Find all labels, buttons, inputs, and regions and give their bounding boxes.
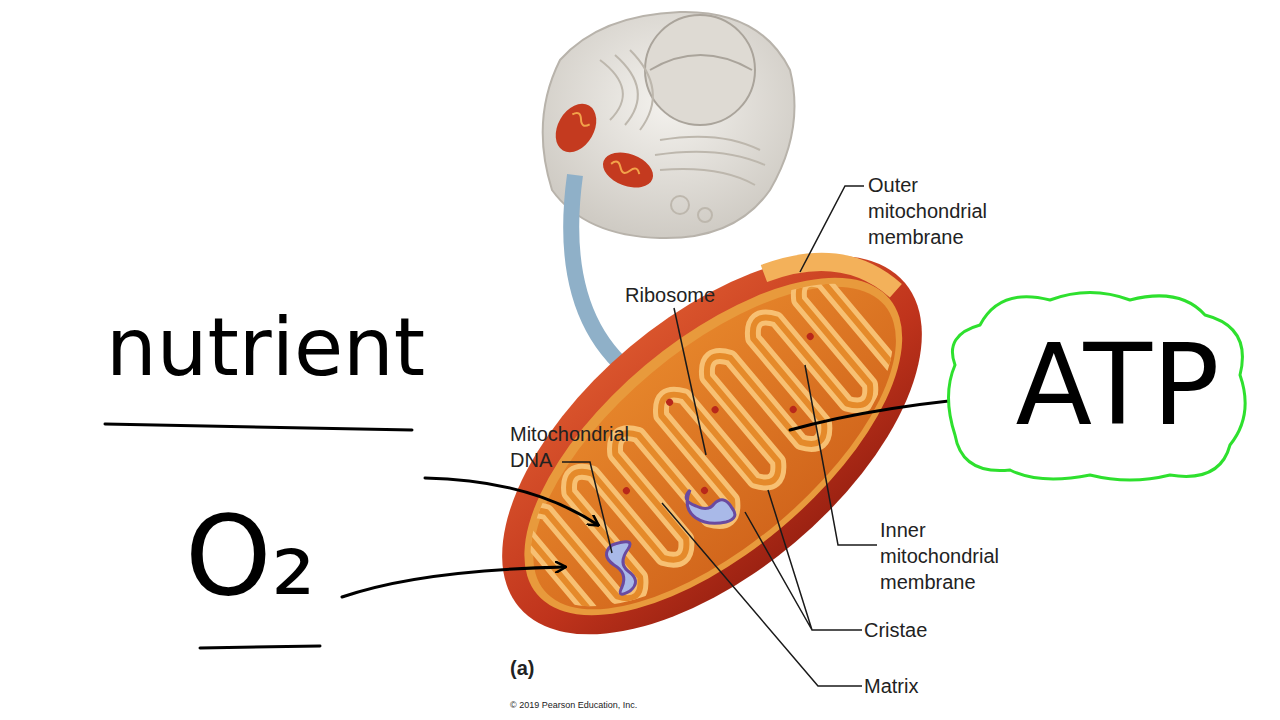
- hand-arrow: [105, 395, 1012, 648]
- figure-letter: (a): [510, 655, 570, 681]
- cloud-node: ATP: [940, 285, 1255, 485]
- handwritten-note: O₂: [185, 490, 385, 622]
- node-text: ATP: [1016, 329, 1220, 441]
- mitochondrion: [437, 185, 988, 705]
- part-label: Ribosome: [625, 282, 745, 308]
- part-label: Matrix: [864, 673, 964, 699]
- handwritten-note: nutrient: [106, 300, 506, 396]
- part-label: Outer mitochondrial membrane: [868, 172, 1028, 250]
- part-label: Cristae: [864, 617, 964, 643]
- part-label: Inner mitochondrial membrane: [880, 517, 1040, 595]
- dna-loop: [606, 490, 734, 594]
- copyright-note: © 2019 Pearson Education, Inc.: [510, 699, 730, 711]
- cell-illustration: [543, 12, 795, 238]
- part-label: Mitochondrial DNA: [510, 421, 660, 473]
